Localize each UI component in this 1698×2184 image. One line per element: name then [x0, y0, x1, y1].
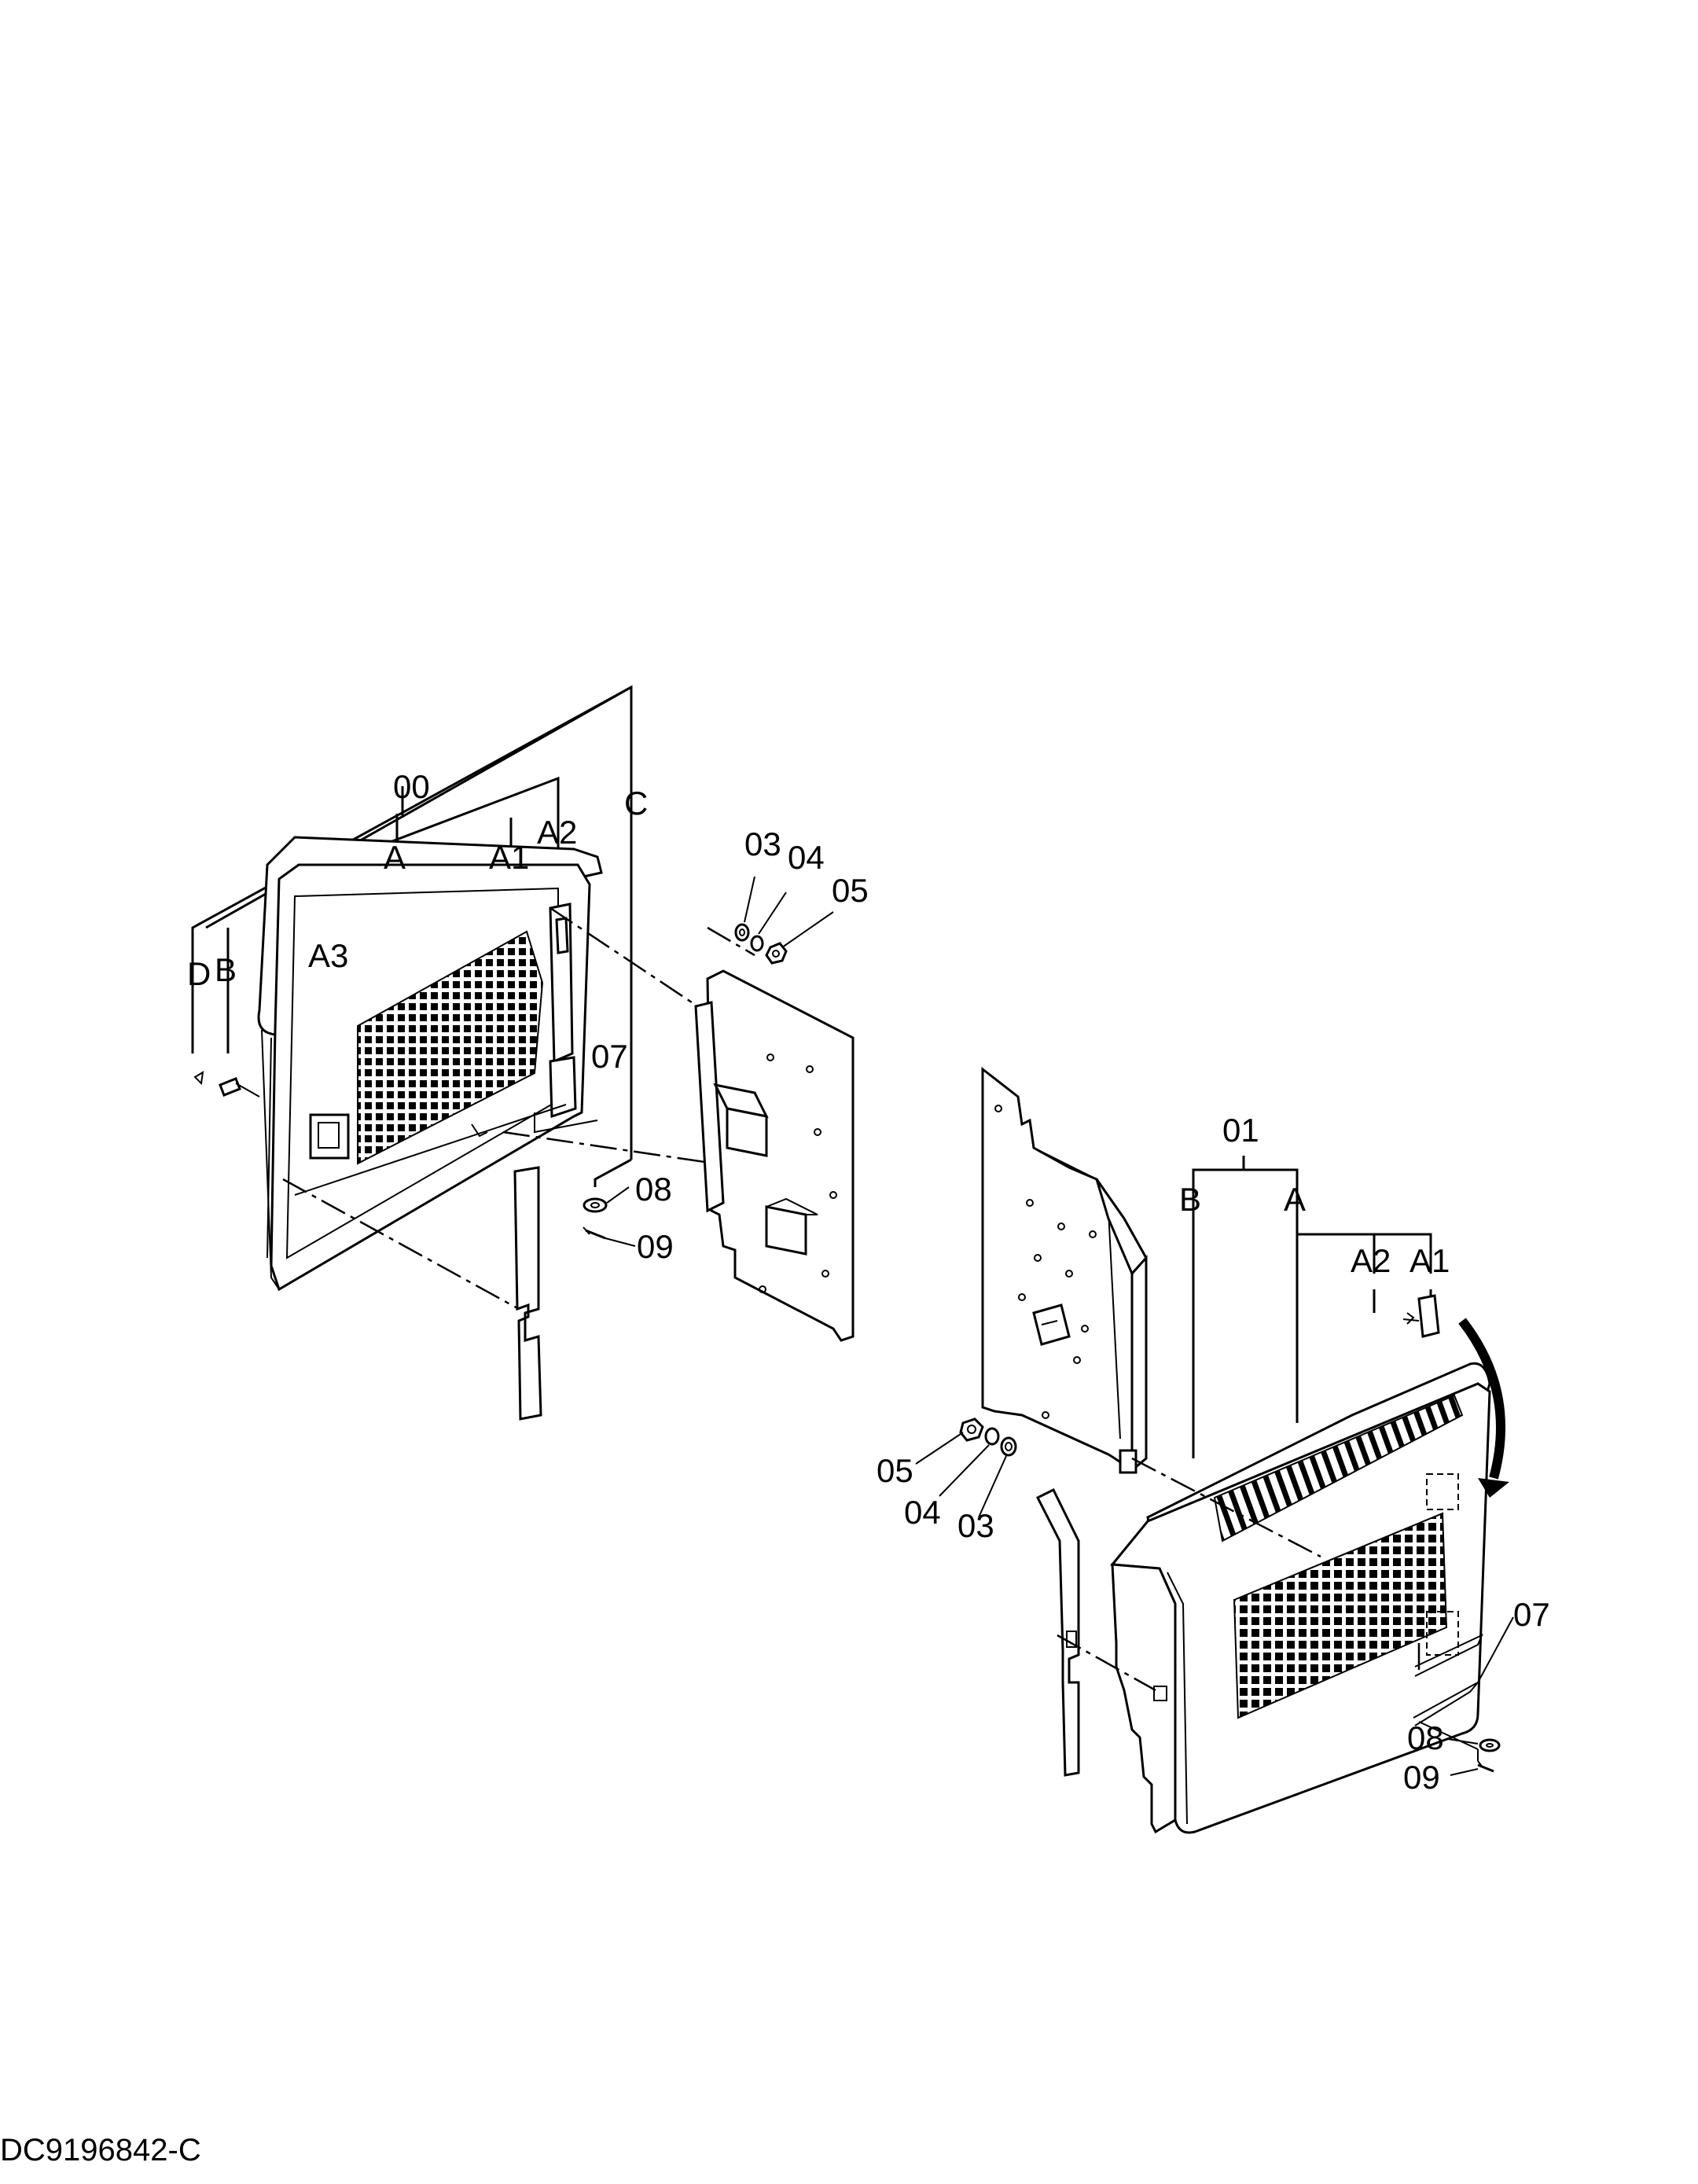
right-door-cover	[1110, 1362, 1491, 1834]
label-05-right: 05	[877, 1452, 913, 1489]
right-leader-tree	[1192, 1156, 1432, 1458]
label-08-right: 08	[1407, 1719, 1444, 1756]
right-mounting-plate	[981, 1066, 1148, 1474]
label-a: A	[384, 839, 406, 876]
label-01: 01	[1222, 1112, 1259, 1149]
right-hardware-07-08-09	[1413, 1616, 1514, 1776]
left-hardware-08-09	[583, 1186, 636, 1247]
right-hardware-05-04-03	[915, 1417, 1017, 1518]
label-c: C	[624, 785, 648, 822]
label-03: 03	[744, 825, 781, 862]
right-align-line-2	[1131, 1457, 1321, 1558]
label-a1-right: A1	[1409, 1242, 1450, 1279]
rotation-arrow	[1458, 1318, 1509, 1498]
label-09-right: 09	[1403, 1759, 1440, 1796]
right-catch-a1-a2	[1402, 1294, 1440, 1338]
left-align-line-2	[282, 1178, 520, 1311]
label-a-right: A	[1284, 1181, 1306, 1218]
label-a2-right: A2	[1351, 1242, 1391, 1279]
left-align-line-1	[549, 906, 704, 1012]
label-07-right: 07	[1513, 1596, 1550, 1633]
left-labels: 00 A A1 A2 A3 D B C 03 04 05 07 08 09	[187, 768, 869, 1265]
right-labels: 01 B A A2 A1 05 04 03 07 08 09	[877, 1112, 1550, 1796]
left-mounting-plate	[694, 969, 855, 1342]
right-align-line-1	[1057, 1634, 1156, 1692]
left-align-line-4	[707, 926, 755, 957]
label-a2: A2	[537, 814, 577, 851]
right-assembly: 01 B A A2 A1 05 04 03 07 08 09	[877, 1066, 1550, 1834]
right-vertical-bracket	[1035, 1487, 1080, 1777]
left-assembly: 00 A A1 A2 A3 D B C 03 04 05 07 08 09	[187, 685, 869, 1421]
left-pins	[193, 1071, 260, 1098]
label-09: 09	[637, 1228, 674, 1265]
label-b-right: B	[1179, 1181, 1201, 1218]
document-id: DC9196842-C	[0, 2133, 201, 2167]
label-a1: A1	[489, 839, 529, 876]
left-long-bracket	[513, 1166, 542, 1421]
left-align-line-3	[502, 1131, 716, 1165]
label-d: D	[187, 955, 211, 992]
label-b: B	[215, 951, 237, 988]
label-a3: A3	[308, 937, 348, 974]
label-04: 04	[788, 839, 825, 876]
label-07: 07	[591, 1038, 628, 1075]
label-04-right: 04	[904, 1494, 941, 1531]
label-03-right: 03	[957, 1507, 994, 1544]
label-05: 05	[832, 872, 869, 909]
left-door-panel	[257, 836, 603, 1292]
label-00: 00	[393, 768, 430, 805]
left-hardware-03-04-05	[734, 876, 834, 965]
label-08: 08	[635, 1171, 672, 1208]
